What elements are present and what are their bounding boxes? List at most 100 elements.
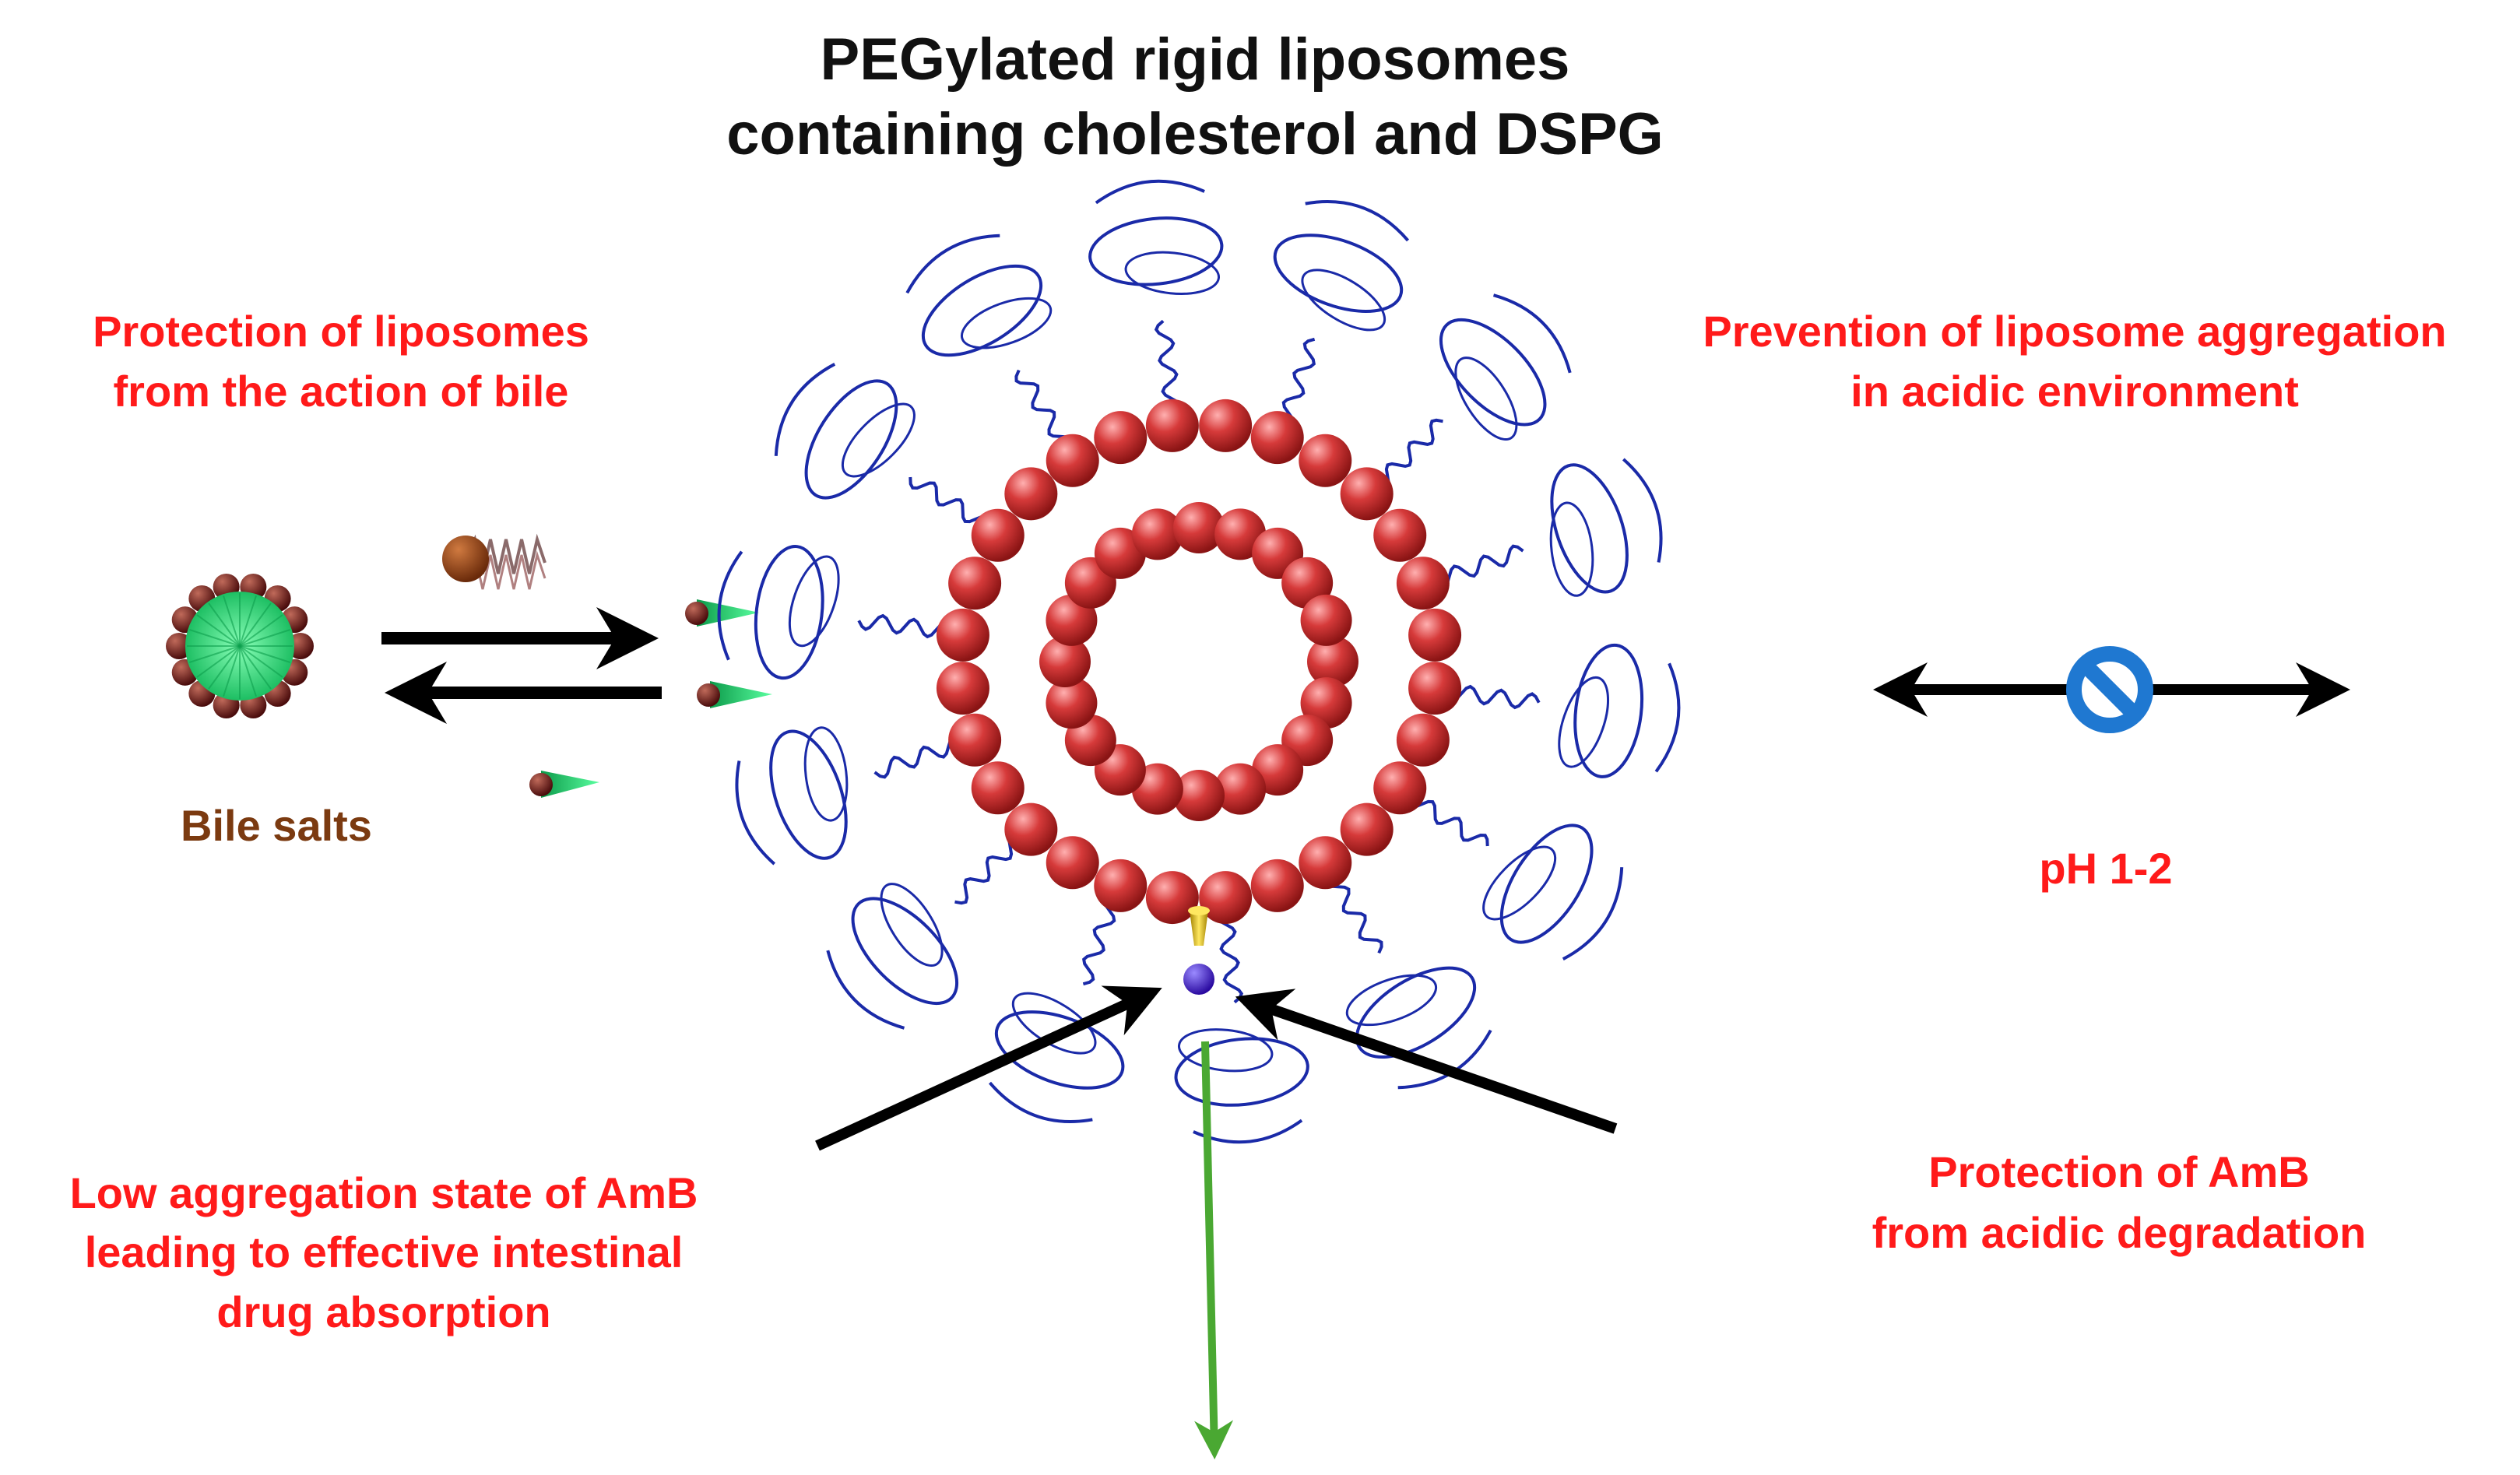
lipid-bead: [948, 713, 1002, 767]
peg-coil: [788, 555, 840, 648]
micelle-ray: [239, 645, 272, 690]
peg-coil: [1549, 501, 1594, 597]
amb-protection-label-2: from acidic degradation: [1872, 1208, 2367, 1257]
bile-salts-label: Bile salts: [181, 801, 372, 850]
lipid-bead: [1094, 859, 1148, 912]
no-entry-icon: [2066, 646, 2153, 733]
title-line-1: PEGylated rigid liposomes: [821, 26, 1570, 93]
peg-chain-end: [1654, 662, 1681, 773]
lipid-bead: [1046, 677, 1098, 729]
lipid-bead: [1396, 557, 1450, 610]
peg-tether: [1014, 369, 1073, 451]
micelle-ray: [196, 645, 241, 678]
peg-coil: [1124, 251, 1221, 295]
peg-chain-end: [1622, 458, 1663, 563]
lipid-bead: [1039, 636, 1091, 687]
peg-tether: [1281, 337, 1316, 429]
lipid-bead: [1250, 859, 1304, 912]
peg-coil: [1345, 974, 1438, 1027]
peg-coil: [1177, 1028, 1274, 1073]
peg-coil: [994, 1010, 1125, 1090]
lipid-bead: [1373, 508, 1427, 562]
lipid-bead: [1408, 662, 1462, 715]
micelle-ray: [239, 614, 283, 647]
lipid-bead: [948, 557, 1002, 610]
peg-tether: [857, 613, 954, 639]
micelle-ray: [189, 645, 241, 663]
lipid-bead: [1004, 802, 1058, 856]
peg-coil: [1558, 676, 1610, 768]
peg-chain-end: [1492, 293, 1572, 374]
title-line-2: containing cholesterol and DSPG: [726, 101, 1664, 167]
micelle-ray: [239, 629, 290, 647]
lipid-bead: [1250, 411, 1304, 465]
lipid-bead: [1340, 802, 1394, 856]
peg-coil: [921, 264, 1043, 357]
peg-tether: [1433, 544, 1524, 588]
lipid-bead: [971, 508, 1025, 562]
peg-coil: [1355, 966, 1477, 1059]
lipid-bead: [1299, 836, 1352, 890]
lipid-bead: [1094, 411, 1148, 465]
lipid-bead: [1300, 594, 1352, 646]
peg-coil: [803, 726, 849, 822]
peg-chain-end: [1095, 179, 1205, 205]
micelle-ray: [239, 645, 290, 663]
peg-coil: [1301, 269, 1387, 332]
peg-tether: [1216, 908, 1244, 1004]
low-aggregation-label-2: leading to effective intestinal: [85, 1227, 684, 1277]
lipid-bead: [1199, 399, 1253, 452]
peg-coil: [1573, 643, 1644, 778]
amb-protection-label-1: Protection of AmB: [1928, 1147, 2309, 1196]
lipid-bead: [1299, 434, 1352, 487]
peg-chain-end: [1305, 200, 1410, 242]
lipid-bead: [971, 761, 1025, 815]
bile-salt-molecule-icon: [442, 533, 547, 590]
outer-lipid-layer: [936, 399, 1462, 925]
lipid-bead: [1307, 636, 1358, 687]
lipid-bead: [1214, 763, 1267, 815]
peg-chain-end: [774, 363, 836, 456]
peg-chain-end: [826, 950, 905, 1030]
micelle-ray: [223, 595, 241, 647]
bile-salt-monomer: [529, 771, 599, 798]
peg-tether: [1376, 418, 1443, 490]
peg-chain-end: [717, 550, 743, 661]
peg-chain-end: [988, 1081, 1093, 1123]
micelle-ray: [223, 645, 241, 697]
inner-lipid-layer: [1039, 502, 1358, 821]
low-aggregation-label-3: drug absorption: [216, 1287, 550, 1336]
absorption-arrow: [1194, 1041, 1234, 1459]
bile-protection-label-1: Protection of liposomes: [93, 307, 589, 356]
peg-coil: [1273, 234, 1404, 313]
lipid-bead: [1046, 836, 1099, 890]
micelle-icon: [166, 573, 314, 719]
peg-tether: [1325, 873, 1383, 954]
peg-coil: [880, 883, 944, 967]
bile-salt-monomer: [685, 599, 759, 627]
low-aggregation-label-1: Low aggregation state of AmB: [70, 1168, 698, 1217]
lipid-bead: [1199, 871, 1253, 925]
peg-tether: [1407, 795, 1489, 847]
peg-coil: [754, 545, 824, 680]
peg-coil: [1439, 318, 1547, 427]
lipid-bead: [1145, 399, 1199, 452]
peg-tether: [1444, 684, 1541, 710]
lipid-bead: [936, 608, 989, 662]
peg-tether: [954, 833, 1022, 905]
lipid-bead: [1046, 434, 1099, 487]
aggregation-prevention-label-1: Prevention of liposome aggregation: [1703, 307, 2446, 356]
peg-coil: [1454, 356, 1518, 441]
lipid-bead: [1131, 508, 1183, 560]
peg-chains: [717, 179, 1681, 1144]
peg-tether: [909, 476, 991, 528]
peg-coil: [769, 729, 848, 860]
bile-protection-label-2: from the action of bile: [114, 367, 569, 416]
micelle-ray: [189, 629, 241, 647]
lipid-bead: [1173, 502, 1225, 553]
lipid-bead: [936, 662, 989, 715]
low-aggregation-pointer-arrow: [815, 985, 1162, 1151]
peg-coil: [1174, 1037, 1309, 1107]
aggregation-prevention-label-2: in acidic environment: [1850, 367, 2299, 416]
